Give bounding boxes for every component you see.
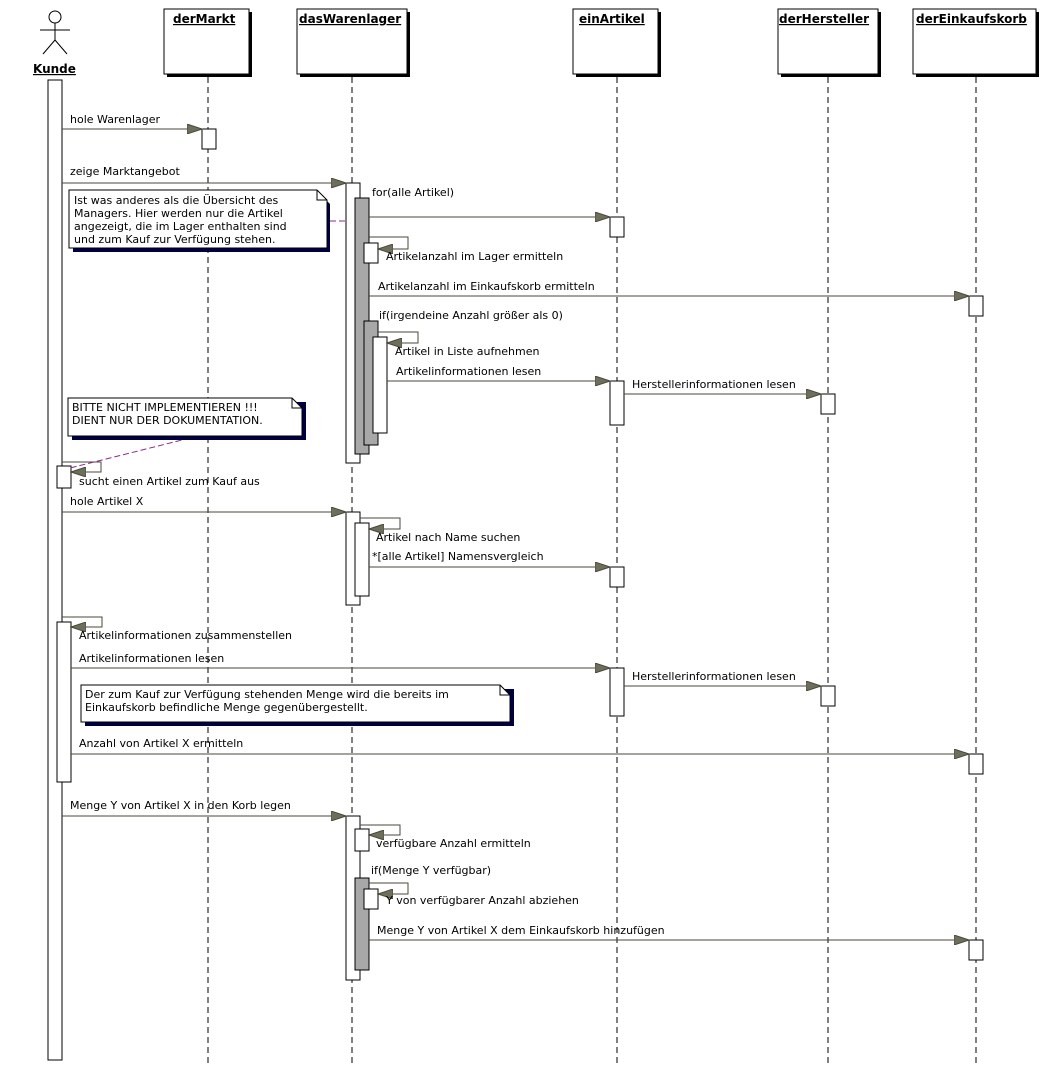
activation-hersteller-2 bbox=[820, 685, 836, 707]
svg-text:Y von verfügbarer Anzahl abzie: Y von verfügbarer Anzahl abziehen bbox=[385, 894, 579, 907]
object-daswarenlager[interactable]: dasWarenlager bbox=[296, 8, 410, 77]
svg-text:if(irgendeine Anzahl größer al: if(irgendeine Anzahl größer als 0) bbox=[379, 309, 563, 322]
activation-korb-2 bbox=[968, 753, 984, 775]
svg-text:Artikelanzahl im Lager ermitte: Artikelanzahl im Lager ermitteln bbox=[386, 250, 563, 263]
message-verfuegbare-anzahl[interactable]: verfügbare Anzahl ermitteln bbox=[360, 824, 531, 850]
object-label-dereinkaufskorb: derEinkaufskorb bbox=[916, 12, 1027, 26]
object-derhersteller[interactable]: derHersteller bbox=[777, 8, 881, 77]
message-anzahl-artikel-x[interactable]: Anzahl von Artikel X ermitteln bbox=[71, 737, 969, 754]
svg-text:Einkaufskorb befindliche Menge: Einkaufskorb befindliche Menge gegenüber… bbox=[85, 701, 368, 714]
svg-text:verfügbare Anzahl ermitteln: verfügbare Anzahl ermitteln bbox=[376, 837, 531, 850]
object-label-einartikel: einArtikel bbox=[579, 12, 645, 26]
svg-text:BITTE NICHT IMPLEMENTIEREN !!!: BITTE NICHT IMPLEMENTIEREN !!! bbox=[72, 401, 258, 414]
message-sucht-artikel[interactable]: sucht einen Artikel zum Kauf aus bbox=[62, 461, 260, 488]
message-artikelinformationen-zusammenstellen[interactable]: Artikelinformationen zusammenstellen bbox=[62, 616, 292, 642]
object-label-dermarkt: derMarkt bbox=[173, 12, 236, 26]
fragment-if-anzahl: if(irgendeine Anzahl größer als 0) bbox=[379, 309, 563, 322]
activation-artikel-3 bbox=[609, 566, 625, 588]
svg-text:hole Artikel X: hole Artikel X bbox=[70, 495, 144, 508]
message-artikelinformationen-lesen-2[interactable]: Artikelinformationen lesen bbox=[71, 652, 610, 668]
message-artikel-nach-name[interactable]: Artikel nach Name suchen bbox=[360, 517, 520, 544]
message-artikel-in-liste[interactable]: Artikel in Liste aufnehmen bbox=[378, 331, 540, 358]
object-einartikel[interactable]: einArtikel bbox=[572, 8, 661, 77]
message-artikelinformationen-lesen-1[interactable]: Artikelinformationen lesen bbox=[387, 365, 610, 381]
note-uebersicht[interactable]: Ist was anderes als die Übersicht des Ma… bbox=[68, 189, 346, 252]
message-herstellerinformationen-2[interactable]: Herstellerinformationen lesen bbox=[624, 670, 821, 686]
activation-artikel-2 bbox=[609, 380, 625, 426]
message-hole-warenlager[interactable]: hole Warenlager bbox=[62, 113, 202, 129]
object-dermarkt[interactable]: derMarkt bbox=[163, 8, 252, 77]
svg-text:Artikelanzahl im Einkaufskorb: Artikelanzahl im Einkaufskorb ermitteln bbox=[378, 280, 595, 293]
svg-text:zeige Marktangebot: zeige Marktangebot bbox=[70, 165, 180, 178]
object-dereinkaufskorb[interactable]: derEinkaufskorb bbox=[912, 8, 1039, 77]
svg-text:if(Menge Y verfügbar): if(Menge Y verfügbar) bbox=[371, 864, 491, 877]
svg-text:hole Warenlager: hole Warenlager bbox=[70, 113, 161, 126]
message-zeige-marktangebot[interactable]: zeige Marktangebot bbox=[62, 165, 346, 183]
activation-lager-self-anzahl bbox=[363, 242, 379, 264]
activation-kunde-self-1 bbox=[56, 465, 72, 489]
activation-lager-liste bbox=[372, 336, 388, 434]
svg-text:*[alle Artikel] Namensvergleic: *[alle Artikel] Namensvergleich bbox=[372, 550, 544, 563]
activation-hersteller-1 bbox=[820, 393, 836, 415]
svg-text:Artikel in Liste aufnehmen: Artikel in Liste aufnehmen bbox=[395, 345, 540, 358]
message-menge-hinzufuegen[interactable]: Menge Y von Artikel X dem Einkaufskorb h… bbox=[369, 924, 969, 940]
message-artikelanzahl-lager[interactable]: Artikelanzahl im Lager ermitteln bbox=[369, 236, 563, 263]
message-y-abziehen[interactable]: Y von verfügbarer Anzahl abziehen bbox=[369, 882, 579, 907]
svg-text:Artikel nach Name suchen: Artikel nach Name suchen bbox=[376, 531, 520, 544]
svg-text:DIENT NUR DER DOKUMENTATION.: DIENT NUR DER DOKUMENTATION. bbox=[72, 414, 263, 427]
svg-text:Artikelinformationen lesen: Artikelinformationen lesen bbox=[396, 365, 541, 378]
message-menge-in-korb[interactable]: Menge Y von Artikel X in den Korb legen bbox=[62, 799, 346, 816]
fragment-for-alle-artikel: for(alle Artikel) bbox=[372, 186, 454, 199]
svg-text:Ist was anderes als die Übersi: Ist was anderes als die Übersicht des bbox=[74, 194, 279, 207]
note-menge-gegenuebergestellt[interactable]: Der zum Kauf zur Verfügung stehenden Men… bbox=[80, 684, 514, 726]
note-nicht-implementieren[interactable]: BITTE NICHT IMPLEMENTIEREN !!! DIENT NUR… bbox=[67, 397, 306, 469]
activation-korb-3 bbox=[968, 939, 984, 961]
message-artikelanzahl-korb[interactable]: Artikelanzahl im Einkaufskorb ermitteln bbox=[369, 280, 969, 296]
activation-kunde-main bbox=[47, 79, 63, 1061]
svg-text:for(alle Artikel): for(alle Artikel) bbox=[372, 186, 454, 199]
activation-dermarkt bbox=[201, 128, 217, 150]
svg-text:Herstellerinformationen lesen: Herstellerinformationen lesen bbox=[632, 378, 796, 391]
svg-text:und zum Kauf zur Verfügung ste: und zum Kauf zur Verfügung stehen. bbox=[74, 233, 275, 246]
svg-text:sucht einen Artikel zum Kauf a: sucht einen Artikel zum Kauf aus bbox=[79, 475, 260, 488]
activation-artikel-1 bbox=[609, 216, 625, 238]
svg-text:Der zum Kauf zur Verfügung ste: Der zum Kauf zur Verfügung stehenden Men… bbox=[85, 688, 449, 701]
fragment-if-menge: if(Menge Y verfügbar) bbox=[371, 864, 491, 877]
svg-text:Managers. Hier werden nur die: Managers. Hier werden nur die Artikel bbox=[74, 207, 283, 220]
activation-kunde-self-2 bbox=[56, 621, 72, 783]
svg-text:Anzahl von Artikel X ermitteln: Anzahl von Artikel X ermitteln bbox=[79, 737, 243, 750]
message-namensvergleich[interactable]: *[alle Artikel] Namensvergleich bbox=[369, 550, 610, 567]
activation-lager-abziehen bbox=[363, 888, 379, 910]
actor-kunde[interactable]: Kunde bbox=[33, 10, 76, 76]
svg-text:Herstellerinformationen lesen: Herstellerinformationen lesen bbox=[632, 670, 796, 683]
svg-text:Artikelinformationen lesen: Artikelinformationen lesen bbox=[79, 652, 224, 665]
message-herstellerinformationen-1[interactable]: Herstellerinformationen lesen bbox=[624, 378, 821, 394]
svg-text:Artikelinformationen zusammens: Artikelinformationen zusammenstellen bbox=[79, 629, 292, 642]
activation-bars bbox=[47, 79, 984, 1061]
activation-artikel-4 bbox=[609, 667, 625, 717]
activation-korb-1 bbox=[968, 295, 984, 317]
svg-text:Menge Y von Artikel X in den K: Menge Y von Artikel X in den Korb legen bbox=[70, 799, 291, 812]
object-label-derhersteller: derHersteller bbox=[779, 12, 869, 26]
svg-text:Menge Y von Artikel X dem Eink: Menge Y von Artikel X dem Einkaufskorb h… bbox=[377, 924, 665, 937]
actor-label: Kunde bbox=[33, 62, 76, 76]
activation-lager-verfuegbar bbox=[354, 828, 370, 852]
object-label-daswarenlager: dasWarenlager bbox=[299, 12, 401, 26]
svg-text:angezeigt, die im Lager enthal: angezeigt, die im Lager enthalten sind bbox=[74, 220, 287, 233]
activation-lager-suche bbox=[354, 522, 370, 597]
message-hole-artikel-x[interactable]: hole Artikel X bbox=[62, 495, 346, 512]
